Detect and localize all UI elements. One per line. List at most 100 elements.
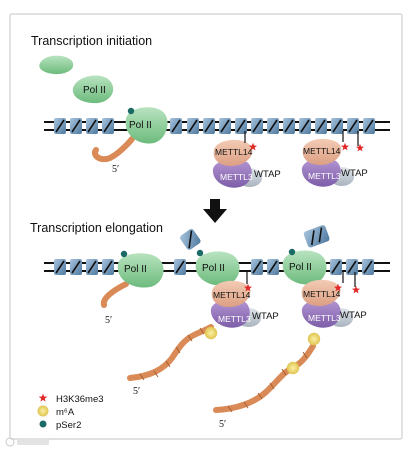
m6a-mark: [204, 326, 218, 340]
wtap-label: WTAP: [340, 310, 367, 321]
star-icon: [38, 393, 48, 402]
circle-icon: [37, 405, 49, 417]
pser2-dot-elongation-2: [196, 249, 204, 257]
nucleosome: [251, 259, 263, 275]
nucleosome: [54, 118, 66, 134]
mettl14-blob: [211, 280, 251, 307]
nucleosome: [299, 118, 311, 134]
nucleosome: [362, 259, 374, 275]
free-pol-ii-label: Pol II: [83, 85, 106, 96]
mettl3-blob: [301, 299, 341, 328]
star-icon: [341, 142, 349, 151]
pol-ii-initiation-label: Pol II: [129, 120, 152, 131]
pser2-dot-elongation-3: [288, 248, 296, 256]
nucleosome: [363, 118, 375, 134]
mettl14-label: METTL14: [303, 146, 341, 156]
wtap-label: WTAP: [341, 168, 368, 179]
rna-strand-2: [213, 343, 316, 413]
star-icon: [334, 283, 342, 292]
mettl3-blob: [212, 159, 252, 188]
pol-ii-elongation-3: [282, 250, 327, 285]
nucleosome: [267, 118, 279, 134]
nucleosome: [283, 118, 295, 134]
mettl-complex-top-1: METTL14 METTL3 WTAP: [212, 131, 281, 188]
mettl14-label: METTL14: [215, 147, 253, 157]
nucleosome: [86, 259, 98, 275]
displaced-nucleosome-2: [303, 225, 330, 248]
mettl3-label: METTL3: [220, 172, 253, 182]
mettl3-label: METTL3: [308, 313, 341, 323]
nucleosome: [54, 259, 66, 275]
elongation-title: Transcription elongation: [30, 221, 163, 235]
nucleosome: [219, 118, 231, 134]
nucleosome: [267, 259, 279, 275]
pol-ii-elongation-1-label: Pol II: [124, 264, 147, 275]
h3k36me3-marks-initiation: [249, 142, 364, 152]
pser2-dot-elongation-1: [120, 250, 128, 258]
nucleosome: [315, 118, 327, 134]
pser2-dot-initiation: [127, 107, 135, 115]
rna-strand-1: [127, 324, 214, 381]
pol-ii-initiation: [125, 107, 168, 144]
nucleosome: [102, 118, 114, 134]
star-icon: [249, 142, 257, 151]
nucleosome: [346, 259, 358, 275]
displaced-nucleosome-1: [180, 229, 201, 250]
nucleosome: [330, 259, 342, 275]
nucleosome: [170, 118, 182, 134]
legend-m6a-label: m⁶A: [56, 407, 75, 418]
nucleosome-row-elongation: [54, 259, 374, 275]
nucleosome-row-initiation: [54, 118, 375, 134]
star-icon: [352, 285, 360, 294]
m6a-mark: [307, 332, 321, 346]
mettl-complex-top-2: METTL14 METTL3 WTAP: [301, 131, 368, 187]
mettl14-blob: [302, 138, 342, 165]
m6a-mark: [286, 361, 300, 375]
pol-ii-elongation-2-label: Pol II: [202, 263, 225, 274]
nucleosome: [347, 118, 359, 134]
nucleosome: [70, 118, 82, 134]
wtap-label: WTAP: [254, 169, 281, 180]
pol-ii-elongation-1: [117, 253, 164, 288]
nucleosome: [70, 259, 82, 275]
mettl3-label: METTL3: [218, 314, 251, 324]
watermark-logo: [5, 437, 49, 447]
nascent-rna-initiation: [92, 136, 135, 163]
mettl-complex-bottom-1: METTL14 METTL3 WTAP: [210, 272, 279, 328]
free-pol-ii-blob: [39, 55, 74, 75]
nucleosome: [187, 118, 199, 134]
rna-ticks-1: [139, 327, 205, 381]
five-prime-rna-2: 5′: [219, 419, 226, 430]
nucleosome: [331, 118, 343, 134]
down-arrow-icon: [203, 199, 227, 223]
mettl14-label: METTL14: [303, 289, 341, 299]
star-icon: [244, 283, 252, 292]
mettl14-blob: [213, 139, 253, 166]
rna-ticks-2: [227, 351, 308, 413]
mettl3-blob: [301, 158, 341, 187]
legend-pser2-label: pSer2: [56, 420, 81, 431]
five-prime-initiation: 5′: [112, 164, 119, 175]
free-pol-ii: [72, 75, 114, 104]
nucleosome: [203, 118, 215, 134]
dot-icon: [39, 420, 47, 428]
nucleosome: [174, 259, 186, 275]
mettl14-label: METTL14: [213, 290, 251, 300]
h3k36me3-marks-elongation: [244, 283, 360, 294]
pol-ii-elongation-3-label: Pol II: [289, 262, 312, 273]
nucleosome: [86, 118, 98, 134]
legend-h3k36me3-label: H3K36me3: [56, 394, 104, 405]
mettl-complex-bottom-2: METTL14 METTL3 WTAP: [301, 272, 367, 328]
mettl3-blob: [210, 299, 250, 328]
five-prime-rna-1: 5′: [133, 386, 140, 397]
initiation-title: Transcription initiation: [31, 34, 152, 48]
nucleosome: [251, 118, 263, 134]
nascent-rna-elongation-1: [100, 281, 129, 308]
pol-ii-elongation-2: [195, 251, 240, 286]
wtap-label: WTAP: [252, 311, 279, 322]
legend: H3K36me3 m⁶A pSer2: [37, 393, 104, 431]
nucleosome: [102, 259, 114, 275]
five-prime-elongation-1: 5′: [105, 315, 112, 326]
mettl3-label: METTL3: [308, 171, 341, 181]
